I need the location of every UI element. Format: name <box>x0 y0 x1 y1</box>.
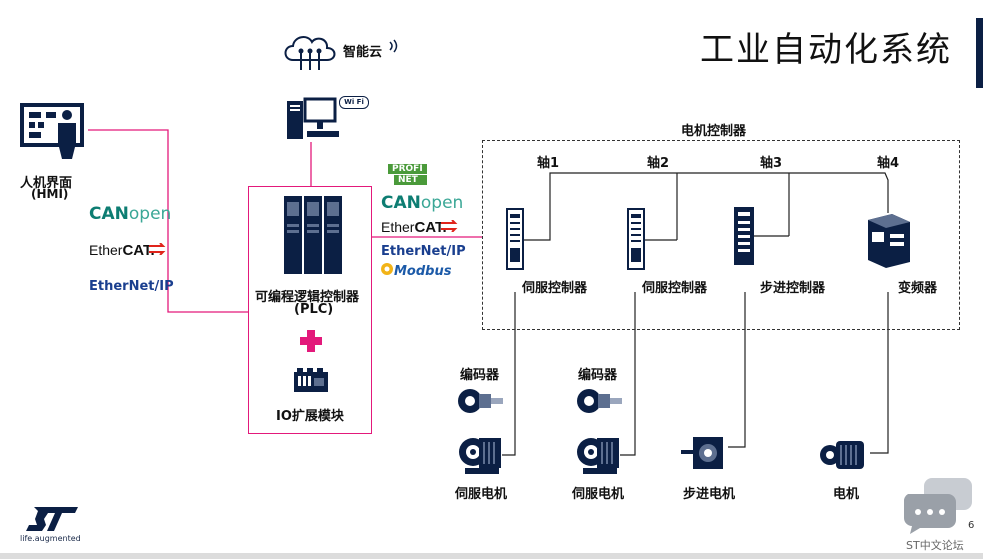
ethercat-arrow-icon-mid <box>441 217 459 236</box>
vfd-label: 变频器 <box>898 281 938 296</box>
plc-group <box>248 186 372 434</box>
modbus-icon <box>379 261 395 281</box>
axis-4-label: 轴4 <box>877 156 900 171</box>
axis-bus <box>522 172 889 241</box>
accent-bar <box>976 18 983 88</box>
encoder-2-label: 编码器 <box>578 368 618 383</box>
ethercat-logo: EtherCAT. <box>89 242 155 259</box>
servo-motor-1-label: 伺服电机 <box>455 487 508 502</box>
cloud-icon <box>281 30 339 76</box>
ethernetip-logo: EtherNet/IP <box>89 279 174 294</box>
chat-bubble-icon <box>903 476 976 540</box>
stepper-motor-link <box>728 292 746 448</box>
st-logo <box>24 505 80 537</box>
brand-tagline: life.augmented <box>20 534 81 543</box>
encoder-icon <box>576 386 626 420</box>
wifi-badge: Wi Fi <box>339 96 369 109</box>
forum-label: ST中文论坛 <box>906 539 964 552</box>
footer-bar <box>0 553 983 559</box>
io-module-label: IO扩展模块 <box>276 409 344 424</box>
servo-controller-1-label: 伺服控制器 <box>522 281 588 296</box>
wireless-icon <box>388 38 400 58</box>
hmi-sublabel: (HMI) <box>31 187 69 201</box>
servo2-motor-link <box>620 292 636 456</box>
axis-3-label: 轴3 <box>760 156 783 171</box>
ethercat-arrow-icon <box>149 240 167 259</box>
hmi-label: 人机界面 <box>20 176 73 191</box>
encoder-icon <box>457 386 507 420</box>
motor-controller-title: 电机控制器 <box>681 124 747 139</box>
servo-drive-icon <box>506 208 524 274</box>
ethercat-logo-mid: EtherCAT. <box>381 219 447 236</box>
plus-icon <box>300 330 322 352</box>
stepper-drive-icon <box>733 206 755 270</box>
plc-sublabel: (PLC) <box>294 302 334 317</box>
hmi-plc-link <box>88 129 248 313</box>
modbus-logo: Modbus <box>394 264 452 279</box>
axis-1-label: 轴1 <box>537 156 560 171</box>
stepper-controller-label: 步进控制器 <box>760 281 826 296</box>
motor-label: 电机 <box>833 487 860 502</box>
encoder-1-label: 编码器 <box>460 368 500 383</box>
plc-icon <box>283 194 343 280</box>
page-number: 6 <box>968 520 975 531</box>
cloud-label: 智能云 <box>343 45 383 60</box>
io-module-icon <box>293 368 329 398</box>
canopen-logo: CANopen <box>89 204 172 224</box>
plc-label: 可编程逻辑控制器 <box>255 290 360 305</box>
axis-2-label: 轴2 <box>647 156 670 171</box>
vfd-motor-link <box>870 292 889 454</box>
servo1-motor-link <box>502 292 516 456</box>
canopen-logo-mid: CANopen <box>381 193 464 213</box>
profinet-logo: PROFI NET <box>388 164 427 185</box>
vfd-icon <box>864 212 914 274</box>
stepper-motor-icon <box>679 433 725 479</box>
servo-motor-2-label: 伺服电机 <box>572 487 625 502</box>
computer-icon <box>285 97 343 147</box>
motor-controller-group <box>482 140 960 330</box>
motor-icon <box>818 435 868 479</box>
hmi-icon <box>20 103 86 165</box>
stepper-motor-label: 步进电机 <box>683 487 736 502</box>
servo-motor-icon <box>575 432 621 480</box>
servo-motor-icon <box>457 432 503 480</box>
slide-title: 工业自动化系统 <box>700 30 952 70</box>
servo-controller-2-label: 伺服控制器 <box>642 281 708 296</box>
servo-drive-icon <box>627 208 645 274</box>
ethernetip-logo-mid: EtherNet/IP <box>381 244 466 259</box>
